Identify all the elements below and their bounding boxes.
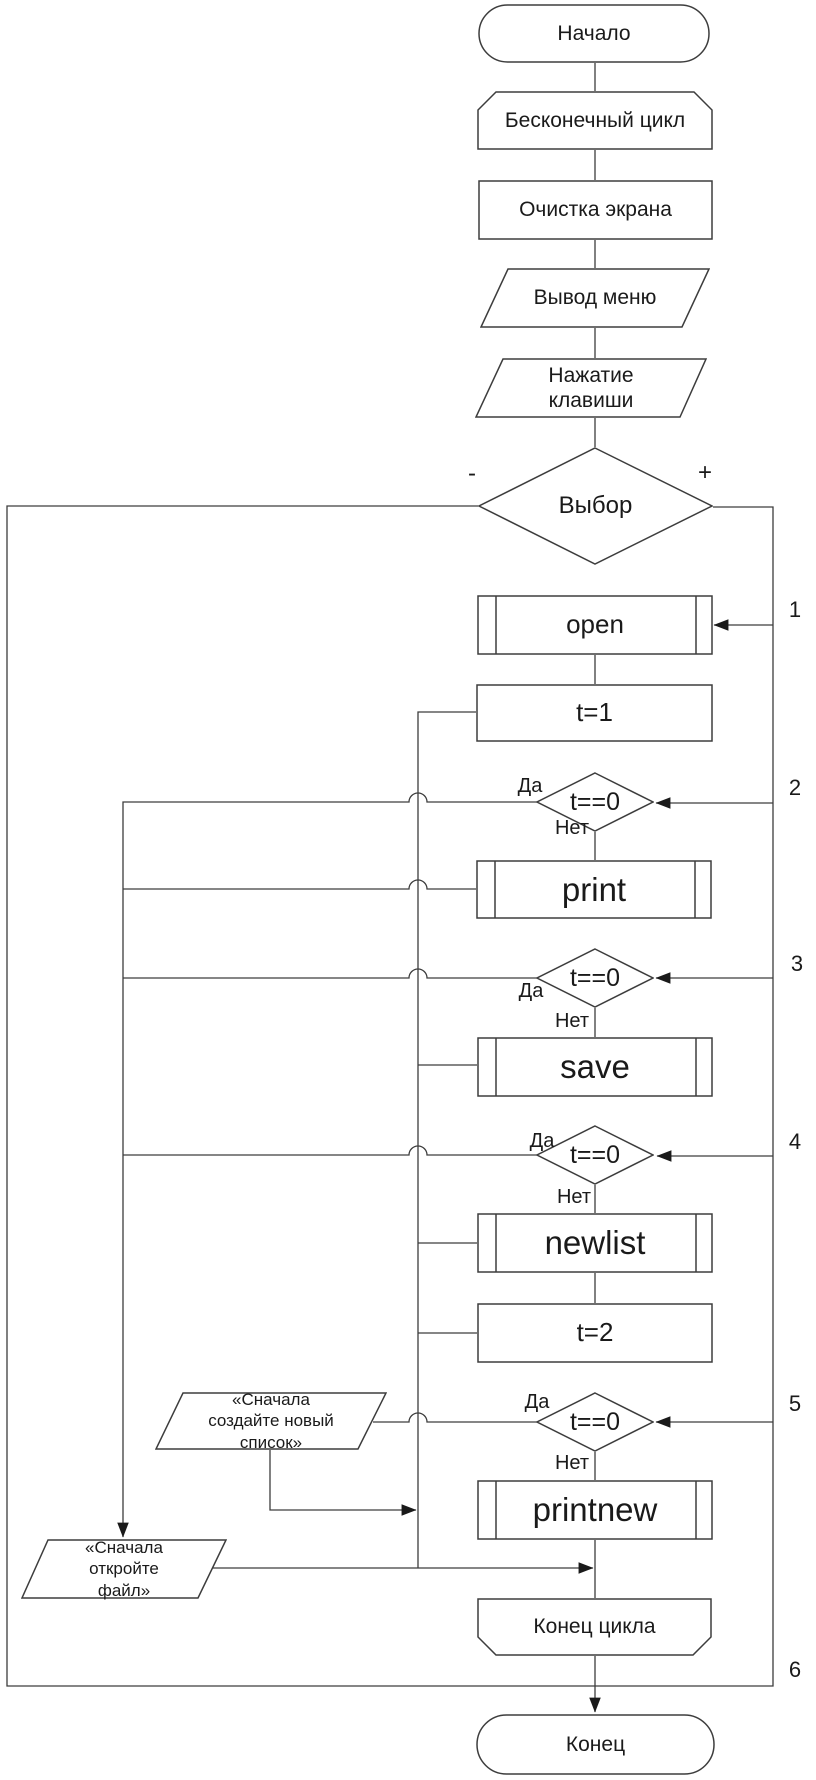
node-check2: t==0 <box>536 772 654 832</box>
predefined-shape <box>477 1037 713 1097</box>
decision-shape <box>536 948 654 1008</box>
predefined-shape <box>477 595 713 655</box>
io-shape <box>155 1392 387 1450</box>
node-check3: t==0 <box>536 948 654 1008</box>
node-msg-create: «Сначала создайте новый список» <box>155 1390 387 1452</box>
msg-open-label: «Сначала откройте файл» <box>85 1538 163 1600</box>
io-shape <box>21 1539 227 1599</box>
check3-label: t==0 <box>569 964 621 992</box>
printnew-label: printnew <box>532 1491 658 1529</box>
node-check4: t==0 <box>536 1125 654 1185</box>
check4-yes-label: Да <box>529 1130 555 1152</box>
key-press-label: Нажатие клавиши <box>548 363 634 412</box>
node-end: Конец <box>476 1714 715 1775</box>
case-number-2: 2 <box>788 775 802 800</box>
predefined-shape <box>477 1480 713 1540</box>
node-loop-end: Конец цикла <box>477 1598 712 1656</box>
check2-label: t==0 <box>569 788 621 816</box>
terminator-shape <box>476 1714 715 1775</box>
msg-create-label: «Сначала создайте новый список» <box>208 1390 334 1452</box>
case-number-6: 6 <box>788 1657 802 1682</box>
node-save: save <box>477 1037 713 1097</box>
newlist-label: newlist <box>544 1224 646 1262</box>
check4-label: t==0 <box>569 1141 621 1169</box>
minus-branch-label: - <box>468 460 476 487</box>
print-label: print <box>561 870 627 908</box>
decision-shape <box>536 772 654 832</box>
process-shape <box>477 1303 713 1363</box>
node-start: Начало <box>478 4 710 63</box>
process-shape <box>476 684 713 742</box>
predefined-shape <box>476 860 712 919</box>
check3-yes-label: Да <box>518 980 544 1002</box>
case-number-4: 4 <box>788 1129 802 1154</box>
case-number-1: 1 <box>788 597 802 622</box>
loop-begin-shape <box>477 91 713 150</box>
decision-shape <box>536 1125 654 1185</box>
node-check5: t==0 <box>536 1392 654 1452</box>
loop-begin-label: Бесконечный цикл <box>504 108 686 132</box>
decision-shape <box>536 1392 654 1452</box>
case-number-5: 5 <box>788 1391 802 1416</box>
io-shape <box>480 268 710 328</box>
io-shape <box>475 358 707 418</box>
check4-no-label: Нет <box>556 1186 592 1208</box>
clear-screen-label: Очистка экрана <box>519 198 672 222</box>
case-number-3: 3 <box>790 951 804 976</box>
t1-label: t=1 <box>576 697 613 728</box>
terminator-shape <box>478 4 710 63</box>
start-label: Начало <box>557 21 631 45</box>
process-shape <box>478 180 713 240</box>
check5-yes-label: Да <box>524 1391 550 1413</box>
node-choice: Выбор <box>478 447 713 565</box>
check3-no-label: Нет <box>554 1010 590 1032</box>
print-menu-label: Вывод меню <box>533 286 657 310</box>
node-print-menu: Вывод меню <box>480 268 710 328</box>
node-loop-begin: Бесконечный цикл <box>477 91 713 150</box>
check2-no-label: Нет <box>554 817 590 839</box>
node-msg-open: «Сначала откройте файл» <box>21 1538 227 1600</box>
loop-end-label: Конец цикла <box>533 1615 656 1639</box>
node-newlist: newlist <box>477 1213 713 1273</box>
node-t1: t=1 <box>476 684 713 742</box>
predefined-shape <box>477 1213 713 1273</box>
choice-label: Выбор <box>558 491 633 519</box>
node-t2: t=2 <box>477 1303 713 1363</box>
node-print: print <box>476 860 712 919</box>
t2-label: t=2 <box>576 1317 614 1348</box>
open-label: open <box>566 609 624 640</box>
check5-no-label: Нет <box>554 1452 590 1474</box>
node-key-press: Нажатие клавиши <box>475 358 707 418</box>
loop-end-shape <box>477 1598 712 1656</box>
node-printnew: printnew <box>477 1480 713 1540</box>
decision-shape <box>478 447 713 565</box>
check5-label: t==0 <box>569 1408 621 1436</box>
check2-yes-label: Да <box>517 775 543 797</box>
save-label: save <box>560 1048 630 1086</box>
node-clear-screen: Очистка экрана <box>478 180 713 240</box>
end-label: Конец <box>565 1732 626 1756</box>
plus-branch-label: + <box>697 459 712 486</box>
node-open: open <box>477 595 713 655</box>
